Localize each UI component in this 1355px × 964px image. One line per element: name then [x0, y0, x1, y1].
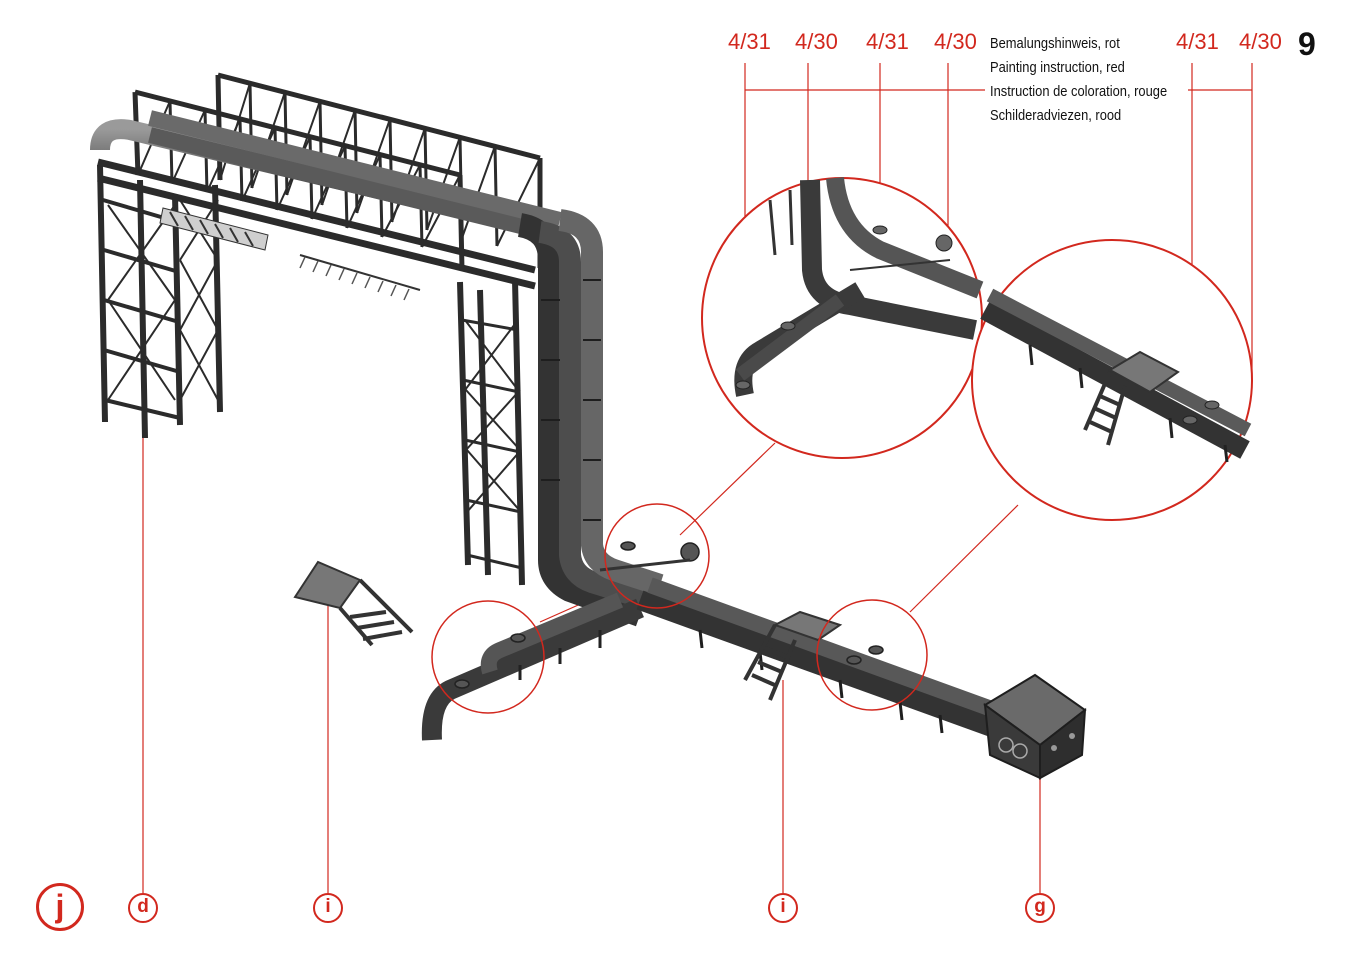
magnified-detail-stair [972, 240, 1252, 520]
junction-box [985, 675, 1085, 778]
part-label-g: g [1025, 893, 1055, 923]
main-pipe-run [640, 585, 1000, 733]
paint-code-label: 4/31 [866, 31, 909, 53]
magnified-detail-junction [702, 178, 982, 458]
paint-code-label: 4/31 [728, 31, 771, 53]
left-pipe-branch [432, 600, 640, 740]
page-number: 9 [1298, 28, 1316, 60]
painting-note-de: Bemalungshinweis, rot [990, 32, 1167, 56]
painting-note-nl: Schilderadviezen, rood [990, 104, 1167, 128]
painting-note: Bemalungshinweis, rot Painting instructi… [990, 32, 1167, 128]
paint-code-label: 4/30 [1239, 31, 1282, 53]
stair-part [295, 562, 412, 645]
part-label-d: d [128, 893, 158, 923]
painting-note-fr: Instruction de coloration, rouge [990, 80, 1167, 104]
part-label-i: i [313, 893, 343, 923]
step-label: j [36, 883, 84, 931]
part-label-i: i [768, 893, 798, 923]
painting-note-en: Painting instruction, red [990, 56, 1167, 80]
paint-code-label: 4/30 [795, 31, 838, 53]
paint-code-label: 4/30 [934, 31, 977, 53]
paint-code-label: 4/31 [1176, 31, 1219, 53]
vertical-pipes [520, 220, 660, 615]
gantry-frame [98, 75, 540, 585]
